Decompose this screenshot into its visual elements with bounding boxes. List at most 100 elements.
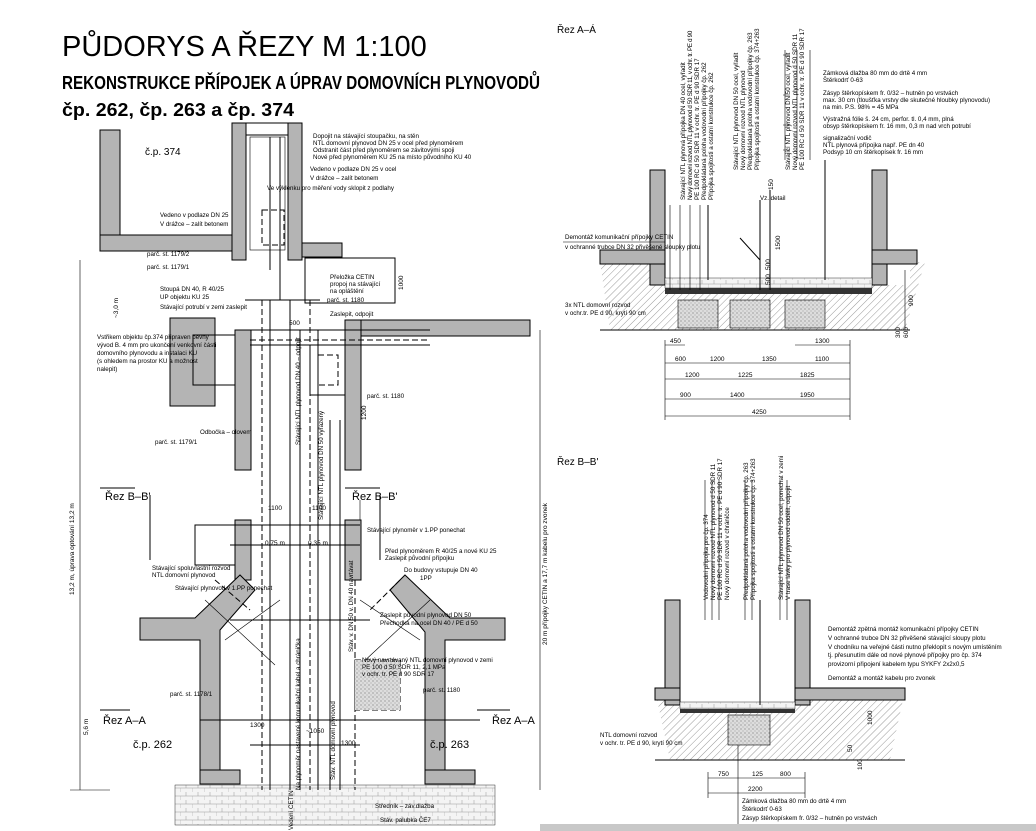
annotation-text: 800 bbox=[780, 771, 791, 778]
annotation-text: 1400 bbox=[730, 392, 745, 399]
label-cp374: č.p. 374 bbox=[145, 147, 181, 158]
annotation-text: Předpokládaná poloha vodovodní přípojky … bbox=[747, 32, 754, 170]
annotation-text: Stávající NTL plynovod DN 40 – odpojit bbox=[295, 337, 302, 445]
annotation-text: 500 bbox=[289, 320, 300, 327]
annotation-text: Do budovy vstupuje DN 40 bbox=[404, 567, 478, 574]
drawing-line bbox=[344, 519, 362, 581]
annotation-text: 1200 bbox=[685, 372, 700, 379]
drawing-line bbox=[669, 205, 701, 290]
annotation-text: Nový navrtávaný NTL domovní plynovod v z… bbox=[362, 657, 493, 664]
drawing-line bbox=[704, 480, 788, 824]
annotation-text: Vodovodní přípojka pro čp. 374 bbox=[703, 514, 710, 600]
annotation-text: ~3,0 m bbox=[113, 298, 120, 318]
annotation-text: Stávající NTL plynová přípojka DN 40 oce… bbox=[680, 62, 687, 200]
annotation-text: Před plynoměrem R 40/25 a nové KU 25 bbox=[385, 548, 497, 555]
drawing-line bbox=[794, 687, 906, 701]
annotation-text: obsyp štěrkopískem fr. 16 mm, 0,3 m nad … bbox=[823, 123, 971, 130]
annotation-text: 1100 bbox=[815, 356, 829, 363]
annotation-text: parč. st. 1179/2 bbox=[147, 251, 190, 258]
annotation-text: v ochr. tr. PE d 90 SDR 17 bbox=[362, 671, 435, 678]
annotation-text: Stoupá DN 40, R 40/25 bbox=[160, 286, 225, 293]
drawing-line bbox=[664, 599, 681, 706]
annotation-text: 1225 bbox=[738, 372, 753, 379]
drawing-line bbox=[245, 299, 430, 346]
annotation-text: 1100 bbox=[268, 505, 282, 512]
annotation-text: PE 100 RC d 50 SDR 11 v ochr. tr. PE d 9… bbox=[694, 58, 701, 200]
annotation-text: Nový domovní rozvod NTL plynovod d 50 SD… bbox=[792, 33, 799, 170]
drawing-line bbox=[665, 288, 872, 294]
annotation-text: 4250 bbox=[752, 409, 767, 416]
annotation-text: parč. st. 1180 bbox=[423, 687, 461, 694]
annotation-text: parč. st. 1179/1 bbox=[147, 264, 190, 271]
drawing-line bbox=[389, 574, 506, 781]
annotation-text: Nový domovní rozvod v chráničce bbox=[724, 507, 731, 600]
annotation-text: 1100 bbox=[312, 505, 326, 512]
annotation-text: 600 bbox=[903, 327, 910, 338]
annotation-text: 1825 bbox=[800, 372, 815, 379]
annotation-text: Stáv. palubka ČE7 bbox=[380, 817, 431, 824]
annotation-text: Vedeno v podlaze DN 25 bbox=[160, 212, 229, 219]
annotation-text: NTL domovní rozvod bbox=[600, 732, 658, 739]
drawing-line bbox=[200, 524, 480, 746]
annotation-text: PE 100 d 50 SDR 11, 2,1 MPa bbox=[362, 664, 446, 671]
annotation-text: Stávající NTL plynovod DN 50 vyřazený bbox=[318, 410, 325, 520]
drawing-line bbox=[355, 660, 400, 710]
annotation-text: v ochr. tr. PE d 90, krytí 90 cm bbox=[600, 740, 683, 747]
sheet-edge bbox=[540, 824, 1036, 831]
annotation-text: Zásyp štěrkopískem fr. 0/32 – hutněn po … bbox=[742, 815, 878, 822]
annotation-text: Nové před plynoměrem KU 25 na místo půvo… bbox=[313, 154, 472, 161]
drawing-line bbox=[707, 772, 806, 798]
drawing-line bbox=[249, 136, 286, 251]
wall bbox=[99, 234, 236, 252]
annotation-text: 50 bbox=[847, 744, 854, 752]
drawing-line bbox=[309, 344, 346, 396]
annotation-text: 500 bbox=[765, 259, 772, 270]
annotation-text: 2200 bbox=[748, 786, 763, 793]
annotation-text: 450 bbox=[670, 338, 681, 345]
drawing-line bbox=[784, 299, 826, 329]
annotation-text: Vedeno v podlaze DN 25 v ocel bbox=[310, 166, 396, 173]
annotation-text: Středník – záv.dlažba bbox=[375, 803, 435, 810]
annotation-text: Odbočka – olovem bbox=[200, 429, 252, 436]
annotation-text: Stávající plynovod v 1.PP ponechat bbox=[175, 585, 273, 592]
annotation-text: Demontáž zpětná montáž komunikační přípo… bbox=[828, 626, 979, 633]
annotation-text: 1300 bbox=[815, 338, 830, 345]
project-addresses: čp. 262, čp. 263 a čp. 374 bbox=[62, 100, 294, 120]
drawing-line bbox=[871, 249, 918, 265]
annotation-text: Odstranit část před plynoměrem se závito… bbox=[313, 147, 454, 154]
annotation-text: provizorní připojení kabelem typu SYKFY … bbox=[828, 661, 965, 668]
annotation-text: Ve výklenku pro měření vody sklopit z po… bbox=[267, 185, 395, 192]
annotation-text: parč. st. 1180 bbox=[327, 297, 365, 304]
section-bb: Řez B–B' Vodovodní přípojka pro čp. 374 … bbox=[557, 455, 1002, 824]
drawing-line bbox=[317, 354, 339, 386]
drawing-line bbox=[269, 137, 341, 790]
annotation-text: V drážce – zalít betonem bbox=[310, 175, 378, 182]
annotation-text: UP objektu KU 25 bbox=[160, 294, 210, 301]
drawing-line bbox=[727, 714, 771, 746]
annotation-text: NTL domovní plynovod DN 25 v ocel před p… bbox=[313, 140, 463, 147]
annotation-text: Stávající NTL plynovod DN 50 ocel, vyřad… bbox=[733, 52, 740, 170]
drawing-line bbox=[199, 769, 241, 785]
drawing-line bbox=[599, 249, 666, 265]
annotation-text: 1200 bbox=[710, 356, 725, 363]
annotation-text: 900 bbox=[908, 295, 915, 306]
annotation-text: Zaslepit, odpojit bbox=[330, 311, 374, 318]
drawing-line bbox=[677, 299, 719, 329]
annotation-text: Přípojka spojitosti a ostatní konstrukce… bbox=[750, 458, 757, 600]
annotation-text: Nový domovní rozvod NTL plynovod d 50 SD… bbox=[687, 30, 694, 200]
annotation-text: 125 bbox=[752, 771, 763, 778]
annotation-text: propoj na stávající bbox=[330, 281, 380, 288]
drawing-line bbox=[649, 169, 666, 286]
annotation-text: 5,6 m bbox=[83, 719, 90, 735]
label-cp262: č.p. 262 bbox=[133, 739, 172, 751]
annotation-text: 1000 bbox=[867, 710, 874, 725]
cut-aa-right: Řez A–A bbox=[492, 714, 535, 727]
drawing-line bbox=[344, 319, 362, 471]
annotation-text: Štěrkodrť 0-63 bbox=[823, 77, 863, 84]
annotation-text: 100 bbox=[857, 759, 864, 770]
label-cp263: č.p. 263 bbox=[430, 739, 469, 751]
cut-aa-left: Řez A–A bbox=[103, 714, 146, 727]
annotation-text: Štěrkodrť 0-63 bbox=[742, 806, 782, 813]
annotation-text: 900 bbox=[680, 392, 691, 399]
